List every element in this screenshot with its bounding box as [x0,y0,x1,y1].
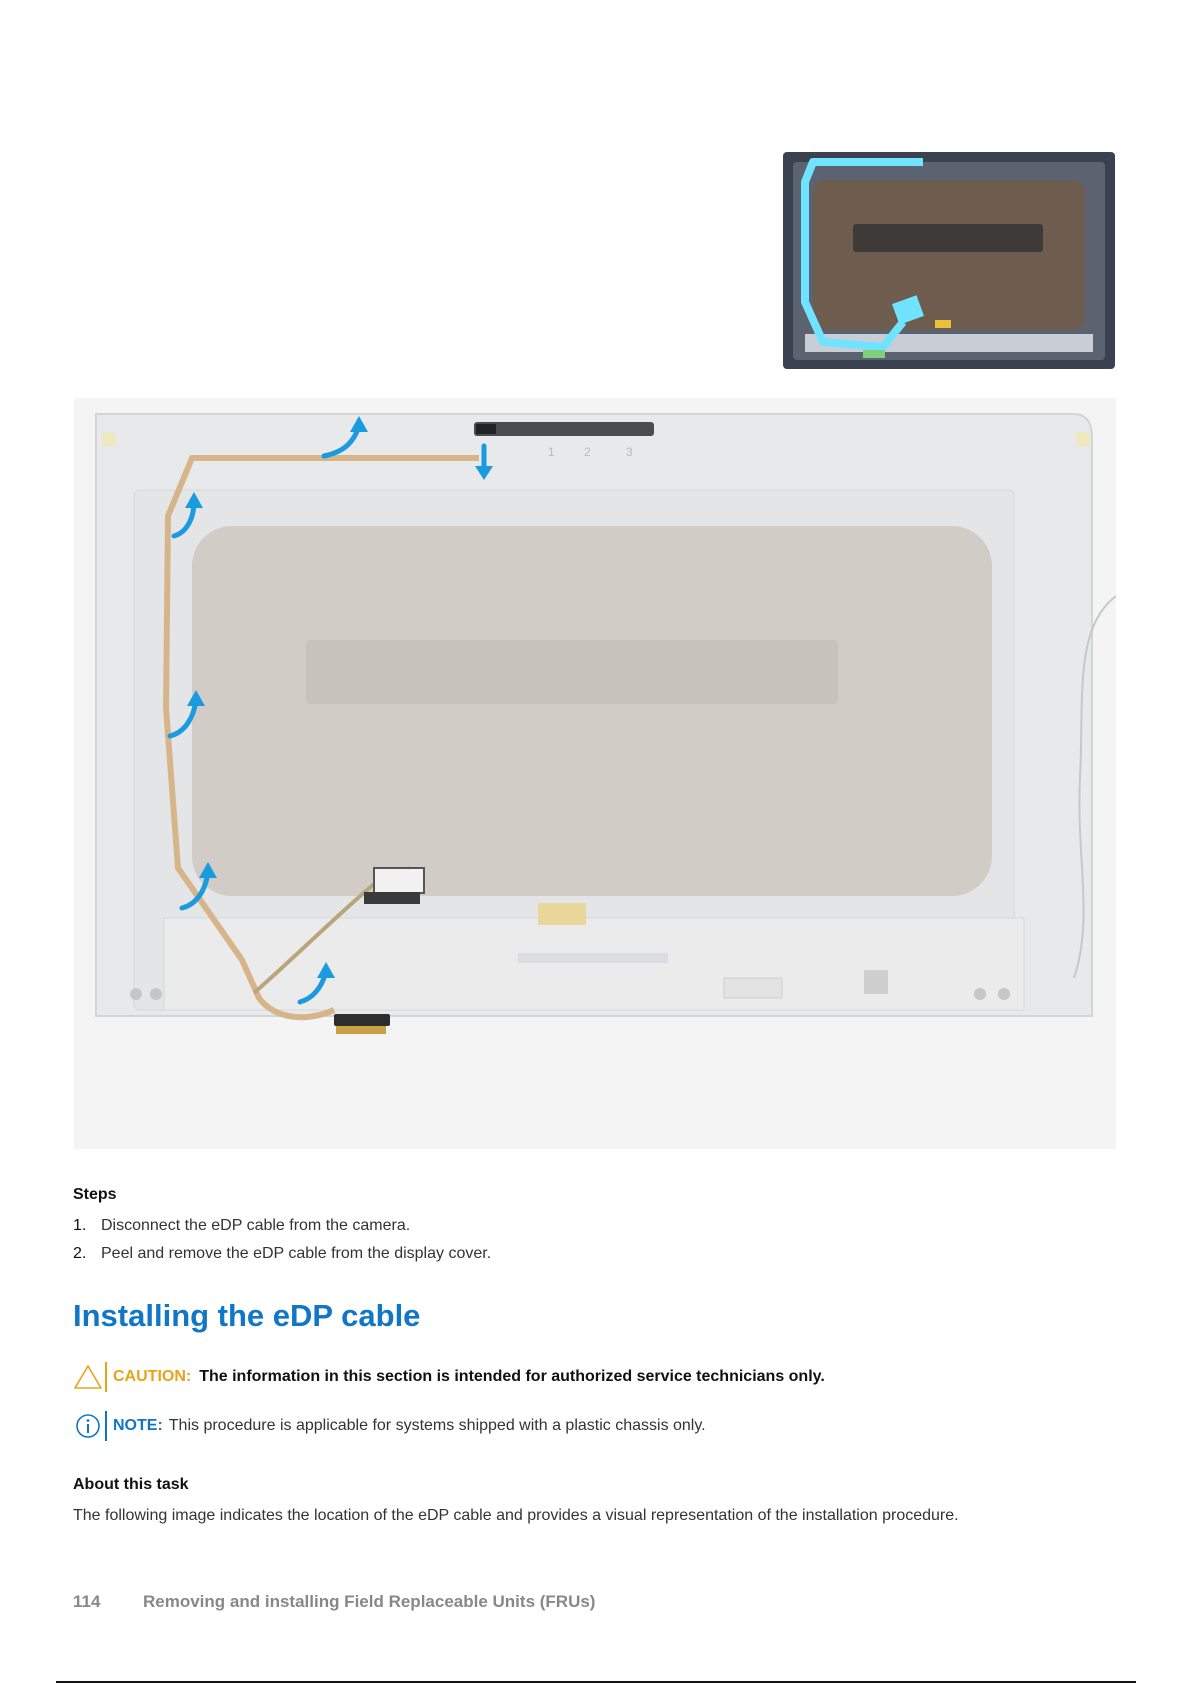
caution-admonition: CAUTION: The information in this section… [73,1362,825,1392]
step-text: Disconnect the eDP cable from the camera… [101,1217,411,1234]
page-footer: 114 Removing and installing Field Replace… [73,1592,595,1612]
page-number: 114 [73,1592,101,1611]
caution-label: CAUTION: [113,1368,192,1385]
warning-triangle-icon [74,1365,102,1389]
step-item: 2. Peel and remove the eDP cable from the… [73,1245,491,1263]
step-number: 2. [73,1245,87,1262]
camera-label: 2 [584,445,591,459]
caution-bar [105,1362,107,1392]
chapter-title: Removing and installing Field Replaceabl… [143,1592,596,1611]
camera-label: 3 [626,445,633,459]
note-label: NOTE: [113,1417,163,1434]
info-circle-icon [76,1414,100,1438]
about-text: The following image indicates the locati… [73,1507,959,1524]
edp-cable-removal-figure: 1 2 3 [74,398,1116,1149]
note-bar [105,1411,107,1441]
camera-label: 1 [548,445,555,459]
note-text: This procedure is applicable for systems… [168,1417,706,1434]
note-admonition: NOTE: This procedure is applicable for s… [73,1411,706,1441]
step-text: Peel and remove the eDP cable from the d… [101,1245,492,1262]
section-title: Installing the eDP cable [73,1298,421,1333]
about-heading: About this task [73,1476,189,1493]
step-item: 1. Disconnect the eDP cable from the came… [73,1217,410,1235]
step-number: 1. [73,1217,87,1234]
display-cover-thumbnail [783,152,1115,369]
caution-text: The information in this section is inten… [199,1368,825,1385]
steps-heading: Steps [73,1186,117,1203]
footer-divider [56,1681,1136,1683]
